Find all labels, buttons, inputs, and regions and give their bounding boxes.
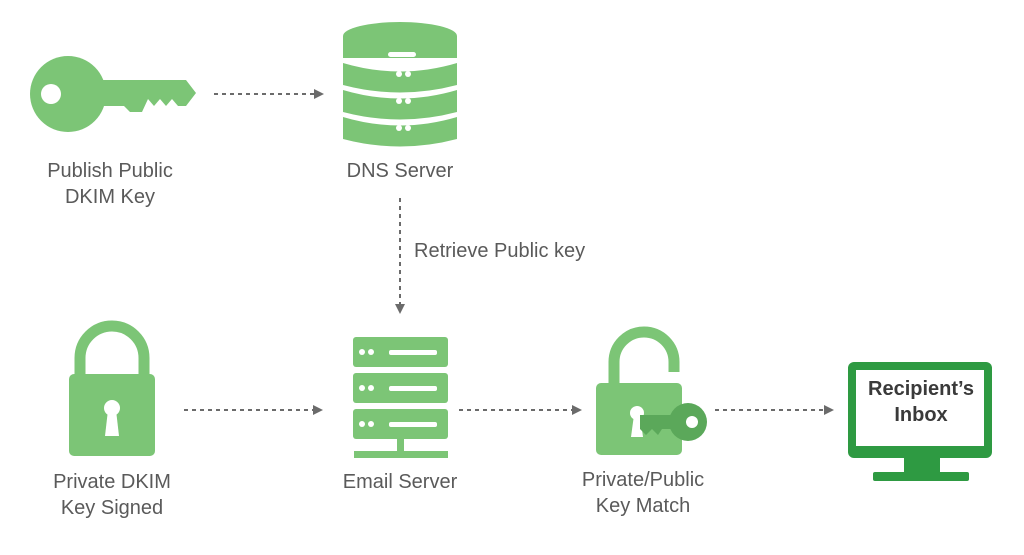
inbox-label-line2: Inbox (894, 404, 948, 426)
unlocked-padlock-key-icon (596, 326, 707, 455)
lock-icon (69, 320, 155, 456)
private-key-label-line2: Key Signed (60, 497, 164, 519)
email-server-label: Email Server (310, 469, 490, 495)
publish-key-label: Publish Public DKIM Key (20, 158, 200, 210)
inbox-label-line1: Recipient’s (868, 378, 974, 400)
dns-server-label-line1: DNS Server (346, 160, 454, 182)
dns-server-label: DNS Server (310, 158, 490, 184)
monitor-icon (848, 362, 992, 481)
retrieve-public-key-text: Retrieve Public key (414, 240, 586, 262)
email-server-label-line1: Email Server (342, 471, 458, 493)
private-key-label: Private DKIM Key Signed (22, 469, 202, 521)
retrieve-public-key-label: Retrieve Public key (414, 238, 585, 264)
key-match-label-line2: Key Match (595, 495, 691, 517)
server-rack-icon (353, 337, 448, 458)
publish-key-label-line1: Publish Public (47, 160, 173, 182)
key-match-label-line1: Private/Public (581, 469, 705, 491)
inbox-screen-label: Recipient’s Inbox (852, 376, 990, 428)
publish-key-label-line2: DKIM Key (64, 186, 156, 208)
database-server-icon (343, 22, 457, 147)
key-match-label: Private/Public Key Match (553, 467, 733, 519)
key-icon (30, 56, 196, 132)
private-key-label-line1: Private DKIM (53, 471, 171, 493)
